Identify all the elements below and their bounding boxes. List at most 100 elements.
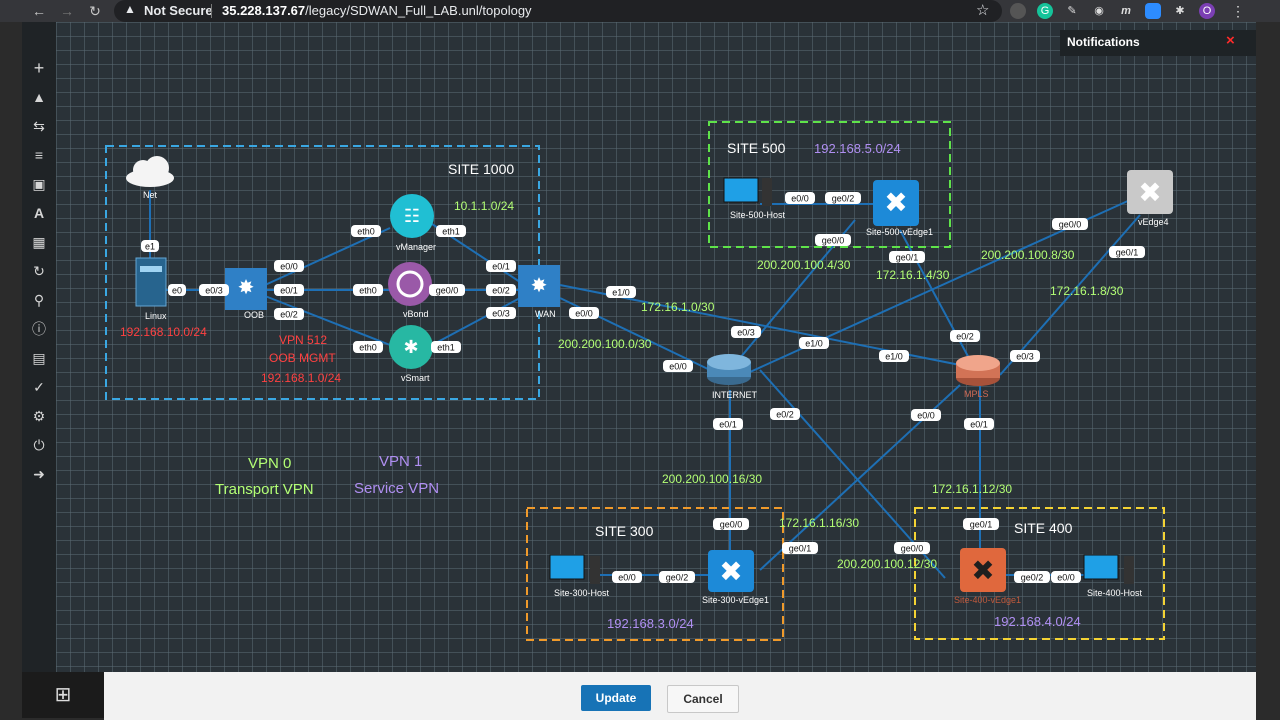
node-label: Site-300-Host (554, 588, 610, 598)
port-tag: e0/0 (274, 260, 304, 272)
update-button[interactable]: Update (581, 685, 651, 711)
extension-icon-1[interactable] (1010, 3, 1026, 19)
port-tag-label: e0/0 (618, 573, 636, 583)
port-tag-bg (782, 542, 818, 554)
port-tag-bg (199, 284, 229, 296)
node-site400-host[interactable]: Site-400-Host (1083, 554, 1143, 598)
bookmark-star-icon[interactable]: ☆ (976, 2, 990, 19)
port-tag-bg (799, 337, 829, 349)
node-label: vEdge4 (1138, 217, 1169, 227)
node-linux[interactable]: Linux (135, 257, 167, 321)
port-tag: ge0/2 (659, 571, 695, 583)
node-site400-vedge[interactable]: ✖ Site-400-vEdge1 (954, 548, 1021, 605)
node-vmanager[interactable]: ☷ vManager (390, 194, 436, 252)
port-tag-label: eth1 (437, 343, 455, 353)
back-icon[interactable]: ← (32, 3, 46, 19)
port-tag: ge0/1 (1109, 246, 1145, 258)
grid-icon[interactable]: ▦ (32, 234, 46, 250)
site-400-box (914, 507, 1165, 640)
port-tag-label: e0/1 (280, 286, 298, 296)
app-grid-icon[interactable]: ⊞ (22, 672, 104, 718)
node-site300-host[interactable]: Site-300-Host (549, 554, 610, 598)
host-monitor-icon (723, 177, 759, 203)
logout-icon[interactable]: ➜ (33, 466, 45, 482)
port-tag-label: ge0/2 (832, 194, 855, 204)
extension-icon-3[interactable]: ◉ (1094, 5, 1104, 17)
port-tag-bg (713, 418, 743, 430)
node-vsmart[interactable]: ✱ vSmart (389, 325, 433, 383)
port-tag-label: ge0/1 (789, 544, 812, 554)
port-tag-bg (663, 360, 693, 372)
topology-canvas[interactable]: Net Linux ✸ OOB ☷ vManager vBond ✱ vSmar… (56, 22, 1256, 672)
node-label: INTERNET (712, 390, 758, 400)
node-wan[interactable]: ✸ WAN (518, 265, 560, 319)
profile-avatar[interactable]: O (1199, 3, 1215, 19)
power-icon[interactable]: ⏻ (33, 437, 45, 453)
zoom-icon[interactable]: ⚲ (33, 292, 45, 308)
extension-icon-4[interactable]: m (1121, 5, 1131, 17)
port-tag: e0/2 (950, 330, 980, 342)
node-vedge4[interactable]: ✖ vEdge4 (1127, 170, 1173, 227)
site-1000-title: SITE 1000 (448, 161, 514, 177)
port-tag-bg (815, 234, 851, 246)
refresh-icon[interactable]: ↻ (33, 263, 45, 279)
node-site500-host[interactable]: Site-500-Host (723, 177, 786, 220)
info-icon[interactable]: ⓘ (32, 321, 46, 337)
port-tag-bg (1051, 571, 1081, 583)
port-tag-label: e0/2 (776, 410, 794, 420)
port-tag: e1/0 (799, 337, 829, 349)
network-label: 172.16.1.0/30 (641, 300, 715, 314)
document-icon[interactable]: ▤ (32, 350, 46, 366)
port-tag: e0/2 (770, 408, 800, 420)
check-icon[interactable]: ✓ (33, 379, 45, 395)
node-label: MPLS (964, 389, 989, 399)
puzzle-icon[interactable]: ✱ (1175, 5, 1185, 17)
port-tag: ge0/0 (429, 284, 465, 296)
cancel-button[interactable]: Cancel (667, 685, 739, 713)
node-site500-vedge[interactable]: ✖ Site-500-vEdge1 (866, 180, 933, 237)
settings-icon[interactable]: ⚙ (32, 408, 46, 424)
network-label: 200.200.100.8/30 (981, 248, 1075, 262)
port-tag-label: ge0/0 (720, 520, 743, 530)
nodes-icon[interactable]: ▲ (32, 89, 46, 105)
port-tag-bg (429, 284, 465, 296)
port-tag: ge0/1 (889, 251, 925, 263)
address-bar[interactable]: ▲ Not Secure 35.228.137.67/legacy/SDWAN_… (114, 0, 1002, 22)
port-tag-bg (606, 286, 636, 298)
port-tag: e1/0 (879, 350, 909, 362)
extension-icon-2[interactable]: ✎ (1067, 5, 1077, 17)
port-tag: ge0/0 (894, 542, 930, 554)
node-site300-vedge[interactable]: ✖ Site-300-vEdge1 (702, 550, 769, 605)
node-internet[interactable]: INTERNET (707, 354, 758, 400)
server-icon-slot (140, 266, 162, 272)
image-icon[interactable]: ▣ (32, 176, 46, 192)
node-label: Site-400-vEdge1 (954, 595, 1021, 605)
reload-icon[interactable]: ↻ (89, 3, 101, 19)
node-label: vManager (396, 242, 436, 252)
url-host: 35.228.137.67 (222, 3, 306, 18)
zoom-icon[interactable] (1145, 3, 1161, 19)
port-tag-label: e0/2 (492, 286, 510, 296)
text-icon[interactable]: A (33, 205, 45, 221)
network-label: 172.16.1.16/30 (779, 516, 859, 530)
network-label: 200.200.100.4/30 (757, 258, 851, 272)
port-tag-bg (879, 350, 909, 362)
close-icon[interactable]: × (1226, 32, 1235, 49)
grammarly-icon[interactable]: G (1037, 3, 1053, 19)
port-tag: e1 (141, 240, 159, 252)
port-tag-label: ge0/1 (896, 253, 919, 263)
cloud-icon-part (145, 156, 169, 180)
node-mpls[interactable]: MPLS (956, 355, 1000, 399)
node-net[interactable]: Net (126, 156, 174, 200)
port-tag-label: e1/0 (805, 339, 823, 349)
node-oob[interactable]: ✸ OOB (225, 268, 267, 320)
forward-icon[interactable]: → (60, 3, 74, 19)
switch-icon (518, 265, 560, 307)
list-icon[interactable]: ≡ (34, 147, 44, 163)
node-vbond[interactable]: vBond (388, 262, 432, 319)
connections-icon[interactable]: ⇆ (33, 118, 45, 134)
add-icon[interactable]: + (33, 58, 45, 78)
link (999, 214, 1141, 376)
more-menu-icon[interactable]: ⋮ (1231, 3, 1245, 19)
port-tag: e0 (168, 284, 186, 296)
